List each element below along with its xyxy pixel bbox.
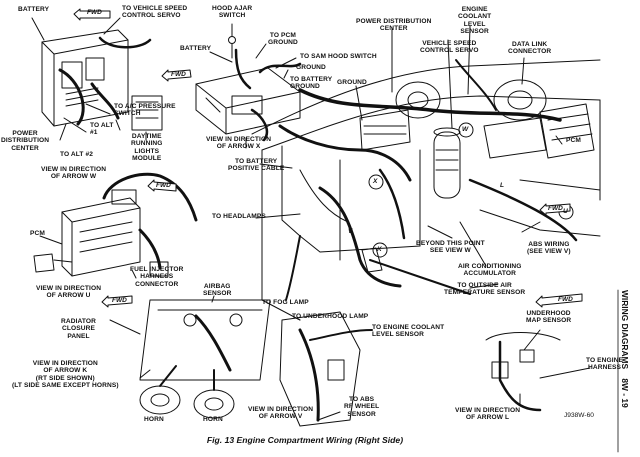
label-to-ac-pressure: TO A/C PRESSURE SWITCH <box>114 103 176 118</box>
fwd-arrow-icon <box>539 203 571 216</box>
label-view-arrow-w: VIEW IN DIRECTION OF ARROW W <box>41 166 107 181</box>
abs-view-v <box>279 311 373 427</box>
label-data-link: DATA LINK CONNECTOR <box>508 41 552 56</box>
label-radiator-closure: RADIATOR CLOSURE PANEL <box>61 318 96 340</box>
map-sensor-view-l <box>485 329 591 412</box>
side-header-text: WIRING DIAGRAMS 8W - 19 <box>620 290 630 408</box>
battery-view-x <box>195 23 302 149</box>
label-view-arrow-l: VIEW IN DIRECTION OF ARROW L <box>455 407 521 422</box>
fwd-label: FWD <box>558 296 573 303</box>
label-engine-coolant: ENGINE COOLANT LEVEL SENSOR <box>458 6 492 36</box>
fwd-arrow-icon <box>73 8 111 21</box>
engine-compartment-main <box>251 25 601 321</box>
label-ac-accumulator: AIR CONDITIONING ACCUMULATOR <box>458 263 522 278</box>
fwd-arrow-icon <box>147 179 177 192</box>
page-side-header: WIRING DIAGRAMS 8W - 19 <box>620 290 630 450</box>
fwd-arrow-icon <box>101 295 133 308</box>
label-battery-mid: BATTERY <box>180 45 212 52</box>
label-to-underhood-lamp: TO UNDERHOOD LAMP <box>292 313 369 320</box>
label-to-sam-hood: TO SAM HOOD SWITCH <box>300 53 377 60</box>
label-view-arrow-x: VIEW IN DIRECTION OF ARROW X <box>206 136 272 151</box>
fwd-label: FWD <box>156 182 171 189</box>
label-view-arrow-k: VIEW IN DIRECTION OF ARROW K (RT SIDE SH… <box>12 360 119 390</box>
fwd-label: FWD <box>112 297 127 304</box>
fwd-arrow-icon <box>161 69 192 82</box>
label-underhood-map: UNDERHOOD MAP SENSOR <box>526 310 572 325</box>
label-to-pcm-ground: TO PCM GROUND <box>268 32 298 47</box>
label-to-alt2: TO ALT #2 <box>60 151 94 158</box>
battery-pdc-view <box>31 17 163 141</box>
view-mark-x: X <box>373 178 378 185</box>
label-to-engine-harness: TO ENGINE HARNESS <box>586 357 624 372</box>
label-to-battery-ground: TO BATTERY GROUND <box>290 76 333 91</box>
label-view-arrow-u: VIEW IN DIRECTION OF ARROW U <box>36 285 102 300</box>
fwd-label: FWD <box>171 71 186 78</box>
figure-caption: Fig. 13 Engine Compartment Wiring (Right… <box>206 435 404 445</box>
fwd-label: FWD <box>548 205 563 212</box>
label-to-fog-lamp: TO FOG LAMP <box>262 299 309 306</box>
view-mark-v: V <box>348 228 353 235</box>
label-to-alt1: TO ALT #1 <box>90 122 114 137</box>
label-to-abs-rf: TO ABS RF WHEEL SENSOR <box>344 396 380 418</box>
label-fuel-injector: FUEL INJECTOR HARNESS CONNECTOR <box>130 266 184 288</box>
label-to-vss-servo: TO VEHICLE SPEED CONTROL SERVO <box>122 5 188 20</box>
label-vss-servo: VEHICLE SPEED CONTROL SERVO <box>420 40 479 55</box>
label-to-outside-air: TO OUTSIDE AIR TEMPERATURE SENSOR <box>444 282 526 297</box>
view-mark-u: U <box>563 208 568 215</box>
label-pcm-left: PCM <box>30 230 45 237</box>
label-ground-b: GROUND <box>337 79 367 86</box>
label-airbag-sensor: AIRBAG SENSOR <box>203 283 232 298</box>
view-mark-l: L <box>500 182 505 189</box>
label-view-arrow-v: VIEW IN DIRECTION OF ARROW V <box>248 406 314 421</box>
label-to-engine-coolant: TO ENGINE COOLANT LEVEL SENSOR <box>372 324 445 339</box>
fwd-label: FWD <box>87 9 102 16</box>
label-power-dist-left: POWER DISTRIBUTION CENTER <box>1 130 50 152</box>
view-mark-k: K <box>377 246 382 253</box>
label-hood-ajar: HOOD AJAR SWITCH <box>212 5 253 20</box>
label-pcm-right: PCM <box>566 137 581 144</box>
view-mark-w: W <box>462 126 469 133</box>
label-beyond-view-w: BEYOND THIS POINT SEE VIEW W <box>416 240 485 255</box>
reference-code: J938W-60 <box>564 412 594 419</box>
fwd-arrow-icon <box>535 293 583 308</box>
label-ground-a: GROUND <box>296 64 326 71</box>
label-to-headlamps: TO HEADLAMPS <box>212 213 266 220</box>
label-horn-right: HORN <box>203 416 223 423</box>
label-to-battery-positive: TO BATTERY POSITIVE CABLE <box>228 158 285 173</box>
label-battery-top: BATTERY <box>18 6 50 13</box>
label-daytime-running: DAYTIME RUNNING LIGHTS MODULE <box>131 133 163 163</box>
pcm-view-u <box>33 172 198 279</box>
radiator-view-k <box>109 295 271 419</box>
label-horn-left: HORN <box>144 416 164 423</box>
label-abs-wiring: ABS WIRING (SEE VIEW V) <box>527 241 571 256</box>
label-power-dist-top: POWER DISTRIBUTION CENTER <box>356 18 432 33</box>
